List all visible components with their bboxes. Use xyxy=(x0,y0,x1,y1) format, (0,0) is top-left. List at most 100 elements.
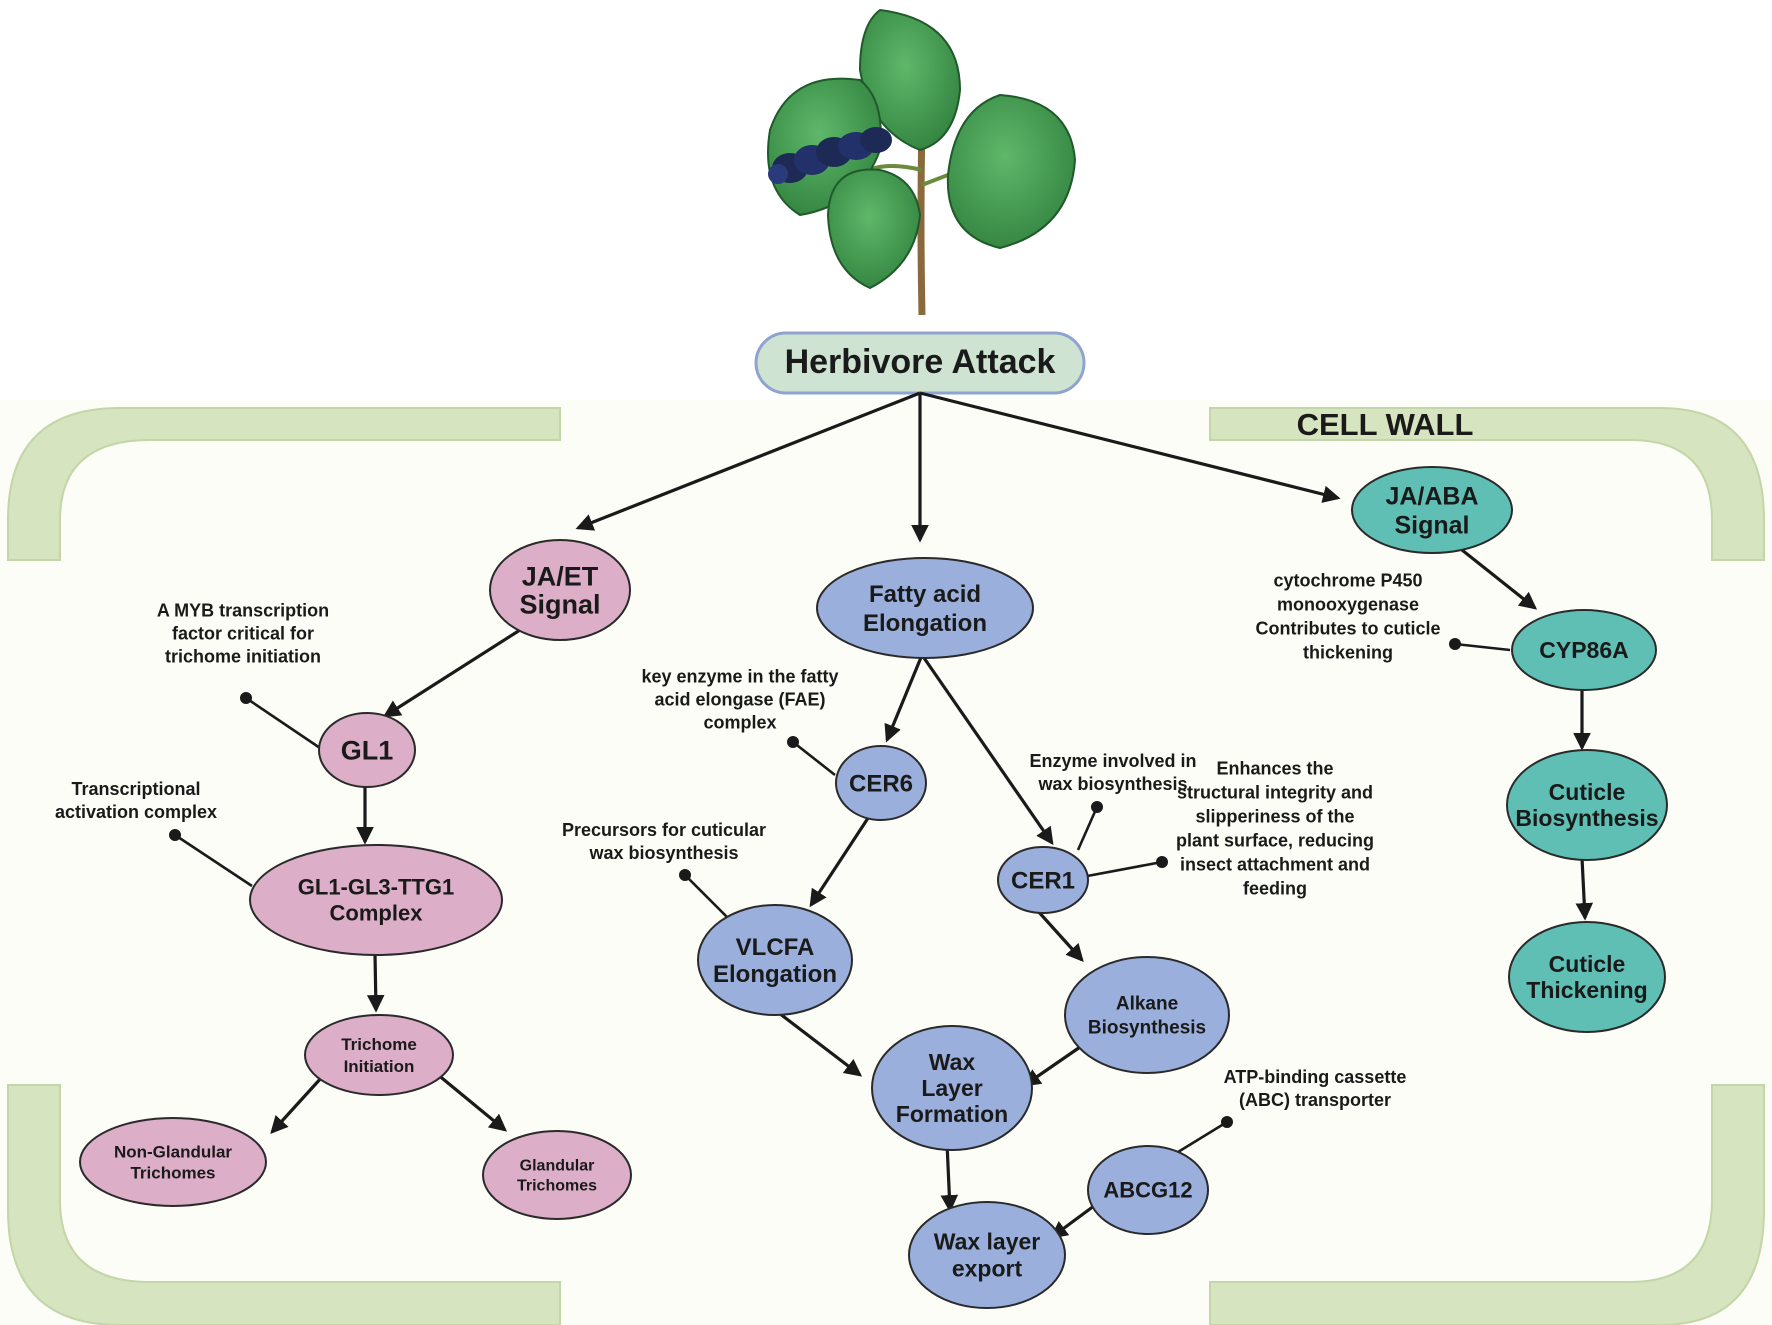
label-abcg12-line: ABCG12 xyxy=(1103,1178,1192,1203)
cell-wall-bottom-left xyxy=(7,1084,561,1325)
label-trichome-init-line: Trichome xyxy=(341,1035,417,1054)
note-gl1-line: factor critical for xyxy=(172,623,314,643)
arrow-cer1-to-alkane xyxy=(1035,908,1084,962)
label-glandular-line: Trichomes xyxy=(517,1178,597,1195)
note-cyp86a-line: monooxygenase xyxy=(1277,594,1419,614)
note-abcg12-line: ATP-binding cassette xyxy=(1224,1067,1407,1087)
annotation-pins xyxy=(169,638,1511,1162)
arrow-ja-et-to-gl1 xyxy=(382,628,521,718)
label-complex-line: GL1-GL3-TTG1 xyxy=(298,875,454,900)
cell-wall-top-right xyxy=(1209,407,1765,561)
note-cer1-b-line: slipperiness of the xyxy=(1195,806,1354,826)
note-vlcfa-line: Precursors for cuticular xyxy=(562,820,766,840)
note-cer1-b-line: feeding xyxy=(1243,878,1307,898)
cell-wall-bottom-right xyxy=(1209,1084,1765,1325)
label-vlcfa-line: VLCFA xyxy=(736,934,815,961)
label-glandular-line: Glandular xyxy=(520,1158,595,1175)
node-abcg12 xyxy=(1087,1145,1209,1235)
node-cer1 xyxy=(997,846,1089,914)
arrow-trichome-to-non-glandular xyxy=(270,1075,324,1134)
label-cuticle-bio-line: Cuticle xyxy=(1549,779,1626,805)
arrow-cuticle-bio-to-thickening xyxy=(1575,857,1594,921)
cell-wall-top-left xyxy=(7,407,561,561)
label-non-glandular-line: Trichomes xyxy=(130,1163,215,1182)
arrow-wax-layer-to-export xyxy=(940,1142,959,1213)
arrow-alkane-to-wax-layer xyxy=(1022,1043,1084,1087)
note-cer6-line: acid elongase (FAE) xyxy=(654,689,825,709)
node-gl1 xyxy=(318,712,416,788)
arrow-fatty-acid-to-cer6 xyxy=(884,654,924,743)
arrow-attack-to-ja-et xyxy=(575,391,921,531)
node-ja-aba-signal xyxy=(1351,466,1513,554)
node-trichome-initiation xyxy=(304,1014,454,1096)
note-cer6-line: complex xyxy=(703,712,776,732)
label-wax-export-line: export xyxy=(952,1256,1023,1282)
note-cyp86a-line: thickening xyxy=(1303,642,1393,662)
note-cer1-b-line: insect attachment and xyxy=(1180,854,1370,874)
note-gl1-line: trichome initiation xyxy=(165,646,321,666)
note-cyp86a-line: cytochrome P450 xyxy=(1273,570,1422,590)
label-ja-et-line: JA/ET xyxy=(522,561,599,591)
note-abcg12-line: (ABC) transporter xyxy=(1239,1090,1391,1110)
node-glandular-trichomes xyxy=(482,1130,632,1220)
nodes xyxy=(79,466,1668,1309)
note-gl1-line: A MYB transcription xyxy=(157,600,329,620)
label-cer6-line: CER6 xyxy=(849,770,913,797)
label-complex-line: Complex xyxy=(330,901,424,926)
note-cer1-b-line: structural integrity and xyxy=(1177,782,1373,802)
plant-with-caterpillar-illustration xyxy=(767,8,1077,316)
label-cuticle-thick-line: Thickening xyxy=(1526,977,1647,1003)
label-wax-export-line: Wax layer xyxy=(934,1229,1041,1255)
label-ja-aba-line: JA/ABA xyxy=(1385,482,1478,510)
node-wax-layer-export xyxy=(908,1201,1066,1309)
label-cyp86a-line: CYP86A xyxy=(1539,637,1628,663)
label-ja-et-line: Signal xyxy=(519,589,600,619)
cytoplasm-area xyxy=(0,400,1772,1325)
herbivore-attack-box: Herbivore Attack xyxy=(754,331,1086,395)
note-cer1-a-line: wax biosynthesis xyxy=(1037,774,1187,794)
herbivore-attack-title: Herbivore Attack xyxy=(785,343,1056,381)
label-alkane-line: Alkane xyxy=(1116,994,1178,1015)
node-ja-et-signal xyxy=(489,539,631,641)
label-cuticle-bio-line: Biosynthesis xyxy=(1515,805,1658,831)
label-wax-layer-line: Wax xyxy=(929,1049,976,1075)
label-fatty-acid-line: Fatty acid xyxy=(869,581,981,608)
node-gl1-gl3-ttg1-complex xyxy=(249,844,503,956)
label-cuticle-thick-line: Cuticle xyxy=(1549,951,1626,977)
arrow-trichome-to-glandular xyxy=(435,1072,508,1132)
arrow-attack-to-ja-aba xyxy=(919,391,1341,503)
node-alkane-biosynthesis xyxy=(1064,956,1230,1074)
cell-wall-label: CELL WALL xyxy=(1297,407,1474,442)
node-vlcfa-elongation xyxy=(697,904,853,1016)
caterpillar xyxy=(768,127,892,184)
arrow-ja-aba-to-cyp86a xyxy=(1461,548,1538,610)
label-fatty-acid-line: Elongation xyxy=(863,610,987,637)
node-cer6 xyxy=(835,745,927,821)
arrow-vlcfa-to-wax-layer xyxy=(774,1008,863,1077)
node-labels: JA/ETSignalGL1GL1-GL3-TTG1ComplexTrichom… xyxy=(114,482,1659,1281)
cell-background xyxy=(0,400,1772,1325)
label-vlcfa-line: Elongation xyxy=(713,961,837,988)
note-cer1-a-line: Enzyme involved in xyxy=(1029,751,1196,771)
note-vlcfa-line: wax biosynthesis xyxy=(588,843,738,863)
label-ja-aba-line: Signal xyxy=(1394,511,1469,539)
node-fatty-acid-elongation xyxy=(816,557,1034,659)
arrow-cer6-to-vlcfa xyxy=(809,811,874,908)
label-cer1-line: CER1 xyxy=(1011,867,1075,894)
note-cer1-b-line: plant surface, reducing xyxy=(1176,830,1374,850)
label-wax-layer-line: Layer xyxy=(921,1075,982,1101)
label-alkane-line: Biosynthesis xyxy=(1088,1018,1206,1039)
arrow-fatty-acid-to-cer1 xyxy=(920,654,1054,846)
node-cyp86a xyxy=(1511,609,1657,691)
note-cyp86a-line: Contributes to cuticle xyxy=(1255,618,1440,638)
node-cuticle-biosynthesis xyxy=(1506,749,1668,861)
arrow-complex-to-trichome xyxy=(366,953,385,1013)
label-non-glandular-line: Non-Glandular xyxy=(114,1142,232,1161)
note-complex-line: Transcriptional xyxy=(71,779,200,799)
annotation-texts: A MYB transcription factor critical for tr… xyxy=(55,570,1441,1110)
node-cuticle-thickening xyxy=(1508,921,1666,1033)
node-wax-layer-formation xyxy=(871,1025,1033,1151)
label-trichome-init-line: Initiation xyxy=(344,1057,415,1076)
node-non-glandular-trichomes xyxy=(79,1117,267,1207)
